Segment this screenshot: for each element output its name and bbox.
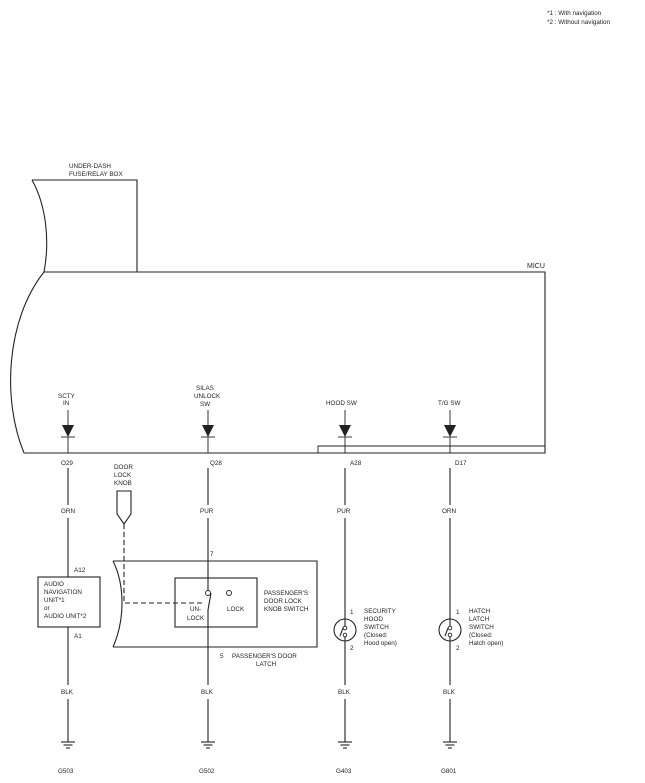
- micu-internal-step: [317, 445, 545, 453]
- wire-color-blk-2: BLK: [201, 689, 214, 696]
- tg-sw-label: T/G SW: [438, 400, 460, 407]
- wire-color-blk-4: BLK: [443, 689, 456, 696]
- door-lock-knob-line2: LOCK: [114, 472, 132, 479]
- hatch-switch-pin-1: 1: [456, 609, 460, 616]
- silas-label-line2: UNLOCK: [194, 393, 221, 400]
- terminal-a28: A28: [350, 460, 362, 467]
- ground-g801: G801: [441, 741, 457, 775]
- passengers-door-latch: 7 UN- LOCK LOCK PASSENGER'S DOOR LOCK KN…: [112, 551, 318, 742]
- hatch-switch-label-line1: HATCH: [469, 608, 491, 615]
- ground-g503: G503: [58, 741, 75, 775]
- door-lock-knob-line1: DOOR: [114, 464, 133, 471]
- security-hood-switch-circuit: PUR 1 2 SECURITY HOOD SWITCH (Closed: Ho…: [333, 468, 397, 742]
- silas-label-line1: SILAS: [196, 385, 214, 392]
- wire-color-orn: ORN: [442, 508, 456, 515]
- wire-color-blk-1: BLK: [61, 689, 74, 696]
- hood-switch-label-line4: (Closed:: [364, 632, 388, 639]
- hatch-switch-label-line4: (Closed:: [469, 632, 493, 639]
- ground-g502: G502: [199, 741, 215, 775]
- diode-symbol: [202, 425, 214, 437]
- switch-contact-unlock: [205, 590, 211, 596]
- hood-sw-label: HOOD SW: [326, 400, 357, 407]
- wire-color-blk-3: BLK: [338, 689, 351, 696]
- switch-label-lock-part: LOCK: [187, 615, 205, 622]
- hatch-switch-label-line3: SWITCH: [469, 624, 494, 631]
- hood-switch-pin-1: 1: [350, 609, 354, 616]
- latch-label-line1: PASSENGER'S DOOR: [232, 653, 297, 660]
- audio-unit-label-line4: or: [44, 605, 50, 612]
- ground-label-g403: G403: [336, 768, 352, 775]
- input-scty-in: SCTY IN O29: [58, 393, 76, 467]
- wire-color-grn: GRN: [61, 508, 75, 515]
- fuse-box-label-line1: UNDER-DASH: [69, 163, 111, 170]
- audio-pin-a1: A1: [74, 633, 82, 640]
- ground-label-g801: G801: [441, 768, 457, 775]
- diode-symbol: [339, 425, 351, 437]
- wire-color-pur-2: PUR: [337, 508, 351, 515]
- switch-contact-lock: [226, 590, 232, 596]
- audio-unit-label-line2: NAVIGATION: [44, 589, 82, 596]
- door-lock-knob: DOOR LOCK KNOB: [114, 464, 204, 604]
- audio-unit-label-line1: AUDIO: [44, 581, 64, 588]
- hatch-switch-label-line2: LATCH: [469, 616, 490, 623]
- micu-unit: MICU: [10, 263, 546, 454]
- knob-switch-label-line2: DOOR LOCK: [264, 598, 303, 605]
- ground-g403: G403: [336, 741, 352, 775]
- audio-pin-a12: A12: [74, 567, 86, 574]
- fuse-box-label-line2: FUSE/RELAY BOX: [69, 171, 123, 178]
- door-latch-outline: [113, 560, 318, 648]
- door-latch-break-edge: [112, 560, 123, 648]
- scty-in-label-line2: IN: [63, 400, 70, 407]
- latch-pin-5: 5: [220, 653, 224, 660]
- door-lock-knob-switch-box: [174, 577, 258, 628]
- note-without-navigation: *2 : Without navigation: [547, 19, 611, 26]
- audio-unit-label-line5: AUDIO UNIT*2: [44, 613, 87, 620]
- audio-unit-box: [37, 576, 101, 628]
- hood-switch-label-line5: Hood open): [364, 640, 397, 647]
- silas-label-line3: SW: [200, 401, 210, 408]
- hood-switch-label-line2: HOOD: [364, 616, 383, 623]
- switch-label-lock: LOCK: [227, 606, 245, 613]
- switch-label-un: UN-: [190, 606, 201, 613]
- knob-mechanical-link: [123, 524, 204, 604]
- hatch-switch-pin-2: 2: [456, 645, 460, 652]
- hood-switch-label-line1: SECURITY: [364, 608, 397, 615]
- micu-outline: [24, 271, 546, 454]
- audio-unit-label-line3: UNIT*1: [44, 597, 65, 604]
- hatch-switch-label-line5: Hatch open): [469, 640, 503, 647]
- knob-switch-label-line3: KNOB SWITCH: [264, 606, 309, 613]
- diode-symbol: [444, 425, 456, 437]
- terminal-q28: Q28: [210, 460, 222, 467]
- micu-break-edge: [10, 271, 45, 454]
- diode-symbol: [62, 425, 74, 437]
- under-dash-fuse-relay-box: UNDER-DASH FUSE/RELAY BOX: [31, 163, 138, 273]
- terminal-d17: D17: [455, 460, 467, 467]
- hatch-latch-switch-circuit: ORN 1 2 HATCH LATCH SWITCH (Closed: Hatc…: [438, 468, 503, 742]
- audio-navigation-unit: A12 AUDIO NAVIGATION UNIT*1 or AUDIO UNI…: [37, 566, 101, 742]
- knob-switch-label-line1: PASSENGER'S: [264, 590, 308, 597]
- latch-pin-7: 7: [210, 551, 214, 558]
- latch-label-line2: LATCH: [256, 661, 277, 668]
- ground-label-g503: G503: [58, 768, 74, 775]
- wire-pur-unlock: PUR: [200, 468, 214, 578]
- scty-in-label-line1: SCTY: [58, 393, 76, 400]
- wire-color-pur-1: PUR: [200, 508, 214, 515]
- input-silas-unlock-sw: SILAS UNLOCK SW Q28: [194, 385, 222, 467]
- ground-label-g502: G502: [199, 768, 215, 775]
- terminal-o29: O29: [61, 460, 73, 467]
- hood-switch-label-line3: SWITCH: [364, 624, 389, 631]
- micu-label: MICU: [527, 263, 545, 270]
- input-hood-sw: HOOD SW A28: [326, 400, 362, 467]
- fuse-box-break-edge: [31, 179, 48, 273]
- fuse-box-outline: [32, 179, 138, 272]
- input-tg-sw: T/G SW D17: [438, 400, 467, 467]
- knob-shape: [116, 490, 132, 525]
- note-with-navigation: *1 : With navigation: [547, 10, 602, 17]
- hood-switch-pin-2: 2: [350, 645, 354, 652]
- wire-grn: GRN: [61, 468, 75, 566]
- door-lock-knob-line3: KNOB: [114, 480, 132, 487]
